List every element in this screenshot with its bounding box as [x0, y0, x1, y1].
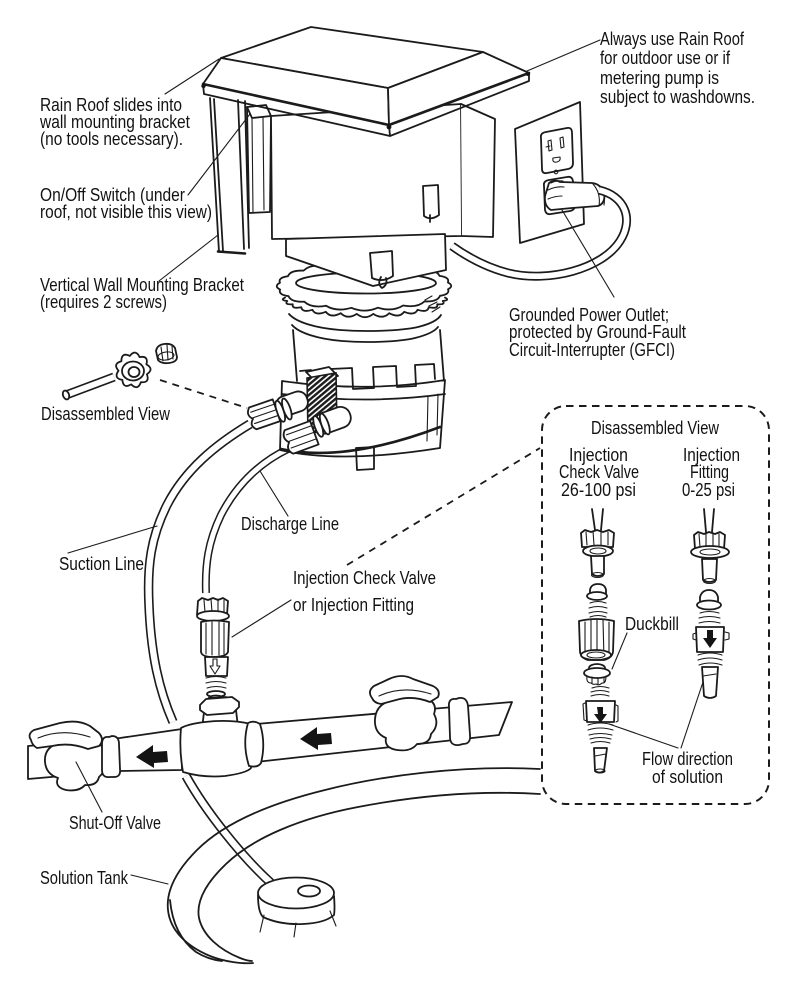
svg-text:Disassembled View: Disassembled View: [591, 418, 720, 438]
svg-text:Grounded Power Outlet;: Grounded Power Outlet;: [509, 305, 669, 325]
svg-text:of solution: of solution: [652, 767, 723, 787]
svg-text:Injection: Injection: [683, 445, 740, 465]
svg-text:26-100 psi: 26-100 psi: [561, 480, 636, 500]
svg-text:roof, not visible this view): roof, not visible this view): [40, 202, 212, 222]
svg-text:Always use Rain Roof: Always use Rain Roof: [600, 29, 745, 49]
svg-text:for outdoor use or if: for outdoor use or if: [600, 48, 731, 68]
svg-text:Rain Roof slides into: Rain Roof slides into: [40, 95, 182, 115]
svg-text:Suction Line: Suction Line: [59, 554, 144, 574]
svg-text:Fitting: Fitting: [690, 462, 729, 482]
svg-text:wall mounting bracket: wall mounting bracket: [39, 112, 190, 132]
svg-text:subject to washdowns.: subject to washdowns.: [600, 87, 755, 107]
svg-text:or Injection Fitting: or Injection Fitting: [293, 595, 414, 615]
svg-text:Disassembled View: Disassembled View: [41, 404, 171, 424]
svg-text:Shut-Off Valve: Shut-Off Valve: [69, 813, 161, 833]
svg-text:(no tools necessary).: (no tools necessary).: [40, 129, 183, 149]
svg-text:(requires 2 screws): (requires 2 screws): [40, 292, 167, 312]
svg-text:0-25 psi: 0-25 psi: [682, 480, 735, 500]
svg-text:Flow direction: Flow direction: [642, 749, 733, 769]
svg-text:Solution Tank: Solution Tank: [40, 868, 129, 888]
svg-text:protected by Ground-Fault: protected by Ground-Fault: [509, 322, 686, 342]
svg-text:Duckbill: Duckbill: [625, 614, 679, 634]
svg-text:Discharge Line: Discharge Line: [241, 514, 339, 534]
svg-text:Vertical Wall Mounting Bracket: Vertical Wall Mounting Bracket: [40, 275, 244, 295]
svg-text:Injection Check Valve: Injection Check Valve: [293, 568, 436, 588]
svg-text:Circuit-Interrupter (GFCI): Circuit-Interrupter (GFCI): [509, 340, 675, 360]
svg-text:Check Valve: Check Valve: [559, 462, 639, 482]
svg-text:On/Off Switch (under: On/Off Switch (under: [40, 185, 185, 205]
svg-text:Injection: Injection: [569, 445, 628, 465]
svg-text:metering pump is: metering pump is: [600, 68, 719, 88]
